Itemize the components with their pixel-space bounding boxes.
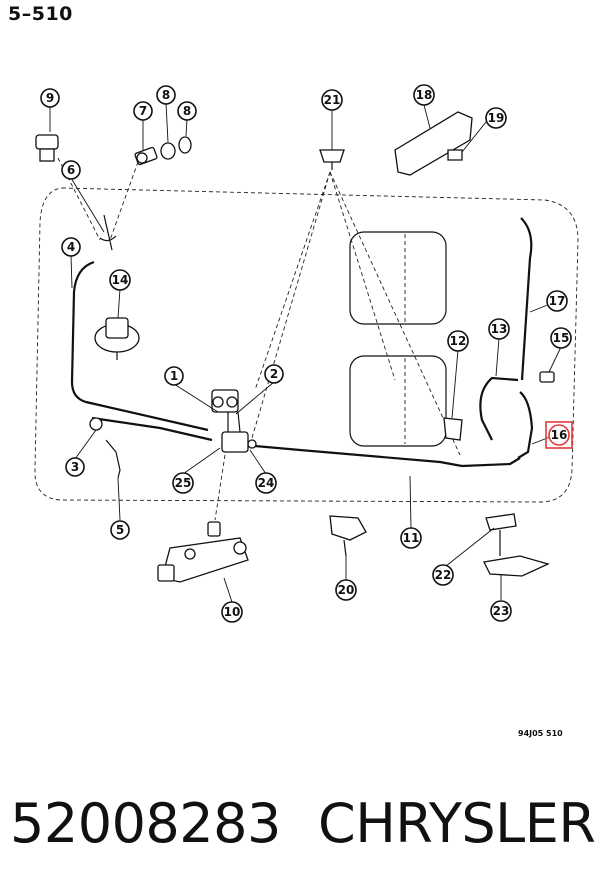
svg-text:8: 8 (162, 88, 170, 102)
callout-20[interactable]: 20 (335, 579, 357, 601)
callout-1[interactable]: 1 (164, 366, 184, 386)
brand-name: CHRYSLER (318, 792, 596, 855)
callout-13[interactable]: 13 (488, 318, 510, 340)
figure-code: 94J05 510 (518, 729, 563, 738)
callout-15[interactable]: 15 (550, 327, 572, 349)
svg-text:1: 1 (170, 369, 178, 383)
part-number: 52008283 (10, 792, 281, 855)
callout-11[interactable]: 11 (400, 527, 422, 549)
clip-20 (329, 515, 367, 557)
svg-text:3: 3 (71, 460, 79, 474)
callout-14[interactable]: 14 (109, 269, 131, 291)
svg-text:25: 25 (175, 476, 192, 490)
svg-text:21: 21 (324, 93, 341, 107)
svg-text:18: 18 (416, 88, 433, 102)
svg-text:4: 4 (67, 240, 75, 254)
callout-24[interactable]: 24 (255, 472, 277, 494)
callout-8b[interactable]: 8 (177, 101, 197, 121)
svg-text:20: 20 (338, 583, 355, 597)
svg-text:10: 10 (224, 605, 241, 619)
callout-23[interactable]: 23 (490, 600, 512, 622)
svg-text:5: 5 (116, 523, 124, 537)
fitting-7 (134, 146, 158, 166)
svg-text:12: 12 (450, 334, 467, 348)
svg-text:2: 2 (270, 367, 278, 381)
callout-3[interactable]: 3 (65, 457, 85, 477)
svg-text:24: 24 (258, 476, 275, 490)
callout-19[interactable]: 19 (485, 107, 507, 129)
page-code: 5–510 (8, 3, 73, 25)
svg-text:6: 6 (67, 163, 75, 177)
svg-text:7: 7 (139, 104, 147, 118)
callout-5[interactable]: 5 (110, 520, 130, 540)
brake-lines-diagram: 9 7 8 8 6 4 14 1 2 3 25 24 5 10 11 12 13… (34, 84, 579, 623)
rear-window-lower (349, 355, 447, 447)
callout-17[interactable]: 17 (546, 290, 568, 312)
callout-6[interactable]: 6 (61, 160, 81, 180)
brake-tube-right (520, 217, 533, 381)
svg-text:9: 9 (46, 91, 54, 105)
svg-text:16: 16 (551, 428, 568, 442)
clip-21 (319, 149, 345, 170)
junction-block (211, 389, 257, 453)
callout-4[interactable]: 4 (61, 237, 81, 257)
callout-9[interactable]: 9 (40, 88, 60, 108)
callout-8a[interactable]: 8 (156, 85, 176, 105)
svg-text:22: 22 (435, 568, 452, 582)
proportioning-valve-10 (157, 521, 249, 583)
callout-16[interactable]: 16 (545, 421, 573, 449)
brake-tube-main (254, 444, 521, 468)
svg-text:19: 19 (488, 111, 505, 125)
callout-10[interactable]: 10 (221, 601, 243, 623)
brake-tube-16 (517, 391, 534, 459)
bracket-18 (394, 111, 473, 176)
callout-12[interactable]: 12 (447, 330, 469, 352)
rear-window-upper (349, 231, 447, 325)
callout-21[interactable]: 21 (321, 89, 343, 111)
brake-tube-left (70, 260, 209, 432)
svg-text:14: 14 (112, 273, 129, 287)
vehicle-floor-outline (34, 187, 579, 503)
svg-text:8: 8 (183, 104, 191, 118)
callout-25[interactable]: 25 (172, 472, 194, 494)
callout-22[interactable]: 22 (432, 564, 454, 586)
svg-text:17: 17 (549, 294, 566, 308)
brake-tube-left-b (91, 416, 213, 442)
callout-7[interactable]: 7 (133, 101, 153, 121)
callout-18[interactable]: 18 (413, 84, 435, 106)
callout-2[interactable]: 2 (264, 364, 284, 384)
svg-text:23: 23 (493, 604, 510, 618)
svg-text:15: 15 (553, 331, 570, 345)
svg-text:13: 13 (491, 322, 508, 336)
valve-14 (94, 317, 140, 360)
svg-text:11: 11 (403, 531, 420, 545)
bolt-9 (35, 134, 59, 162)
brake-hose-13 (479, 376, 519, 441)
